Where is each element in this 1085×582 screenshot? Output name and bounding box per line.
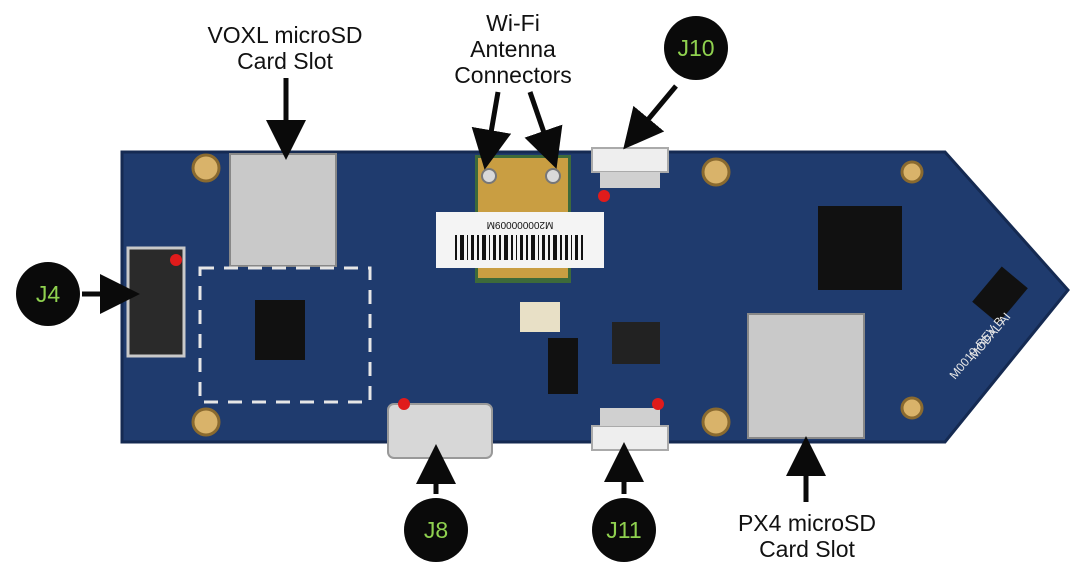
processor-chip — [818, 206, 902, 290]
mounting-hole — [191, 407, 221, 437]
j10-pins — [600, 172, 660, 188]
j8-connector — [387, 403, 493, 459]
pin1-marker — [598, 190, 610, 202]
mounting-hole — [900, 396, 924, 420]
antenna-connector — [481, 168, 497, 184]
j11-connector — [591, 425, 669, 451]
mounting-hole — [701, 407, 731, 437]
mounting-hole — [191, 153, 221, 183]
pin1-marker — [398, 398, 410, 410]
pin1-marker — [170, 254, 182, 266]
chip — [255, 300, 305, 360]
barcode-text: M200000009M — [487, 219, 554, 230]
j10-connector — [591, 147, 669, 173]
shield-outline — [198, 266, 372, 404]
callout-j4: J4 — [16, 262, 80, 326]
pad — [520, 302, 560, 332]
callout-j11: J11 — [592, 498, 656, 562]
label-voxl-sd: VOXL microSD Card Slot — [207, 22, 363, 74]
chip — [612, 322, 660, 364]
voxl-sd-slot — [229, 153, 337, 267]
arrow-wifi-right — [524, 91, 563, 169]
label-wifi-antenna: Wi-Fi Antenna Connectors — [454, 10, 572, 88]
callout-j10: J10 — [664, 16, 728, 80]
callout-j8: J8 — [404, 498, 468, 562]
chip — [972, 266, 1028, 324]
mounting-hole — [900, 160, 924, 184]
barcode — [455, 235, 583, 260]
mounting-hole — [701, 157, 731, 187]
label-px4-sd: PX4 microSD Card Slot — [737, 510, 877, 562]
arrow-wifi-left — [471, 91, 512, 170]
chip — [548, 338, 578, 394]
pin1-marker — [652, 398, 664, 410]
arrow-j10 — [623, 84, 678, 150]
px4-sd-slot — [747, 313, 865, 439]
j11-pins — [600, 408, 660, 426]
antenna-connector — [545, 168, 561, 184]
